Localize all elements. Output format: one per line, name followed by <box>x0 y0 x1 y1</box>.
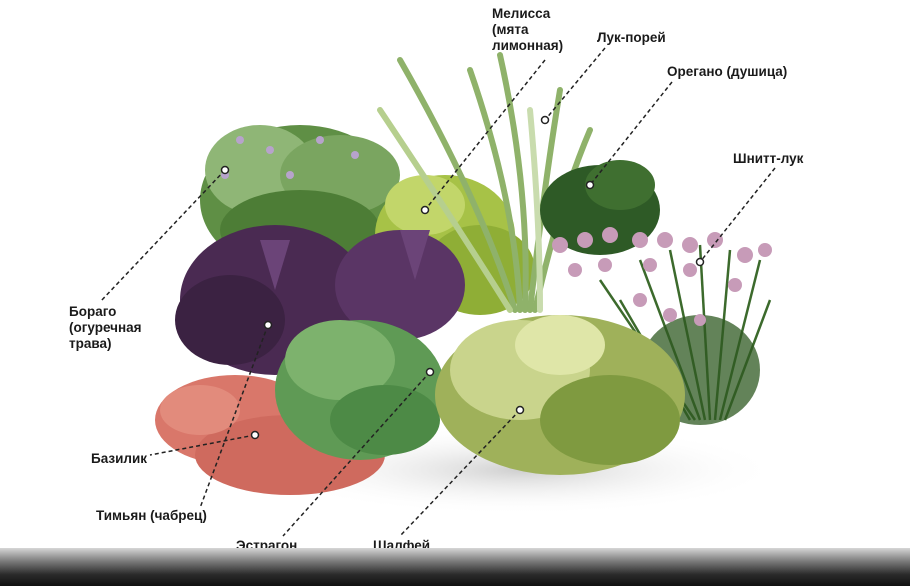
label-melissa: Мелисса (мята лимонная) <box>492 6 564 53</box>
marker-melissa <box>420 205 430 215</box>
leader-line-oregano <box>589 81 673 186</box>
leader-line-tarragon <box>282 371 431 537</box>
leader-line-thyme <box>199 324 269 509</box>
label-thyme: Тимьян (чабрец) <box>96 508 207 523</box>
bottom-gradient-band <box>0 548 910 586</box>
leader-markers <box>220 115 705 440</box>
marker-oregano <box>585 180 595 190</box>
marker-thyme <box>263 320 273 330</box>
marker-leek <box>540 115 550 125</box>
label-chives: Шнитт-лук <box>733 151 804 166</box>
label-oregano: Орегано (душица) <box>667 64 788 79</box>
tarragon-plant <box>275 320 445 460</box>
label-leek: Лук-порей <box>597 30 666 45</box>
sage-plant <box>435 315 685 475</box>
leader-line-basil <box>149 434 256 456</box>
leader-line-leek <box>544 47 606 121</box>
leader-line-chives <box>699 167 776 263</box>
marker-tarragon <box>425 367 435 377</box>
leader-line-sage <box>399 409 521 537</box>
marker-borage <box>220 165 230 175</box>
marker-sage <box>515 405 525 415</box>
leader-lines <box>99 47 776 537</box>
marker-chives <box>695 257 705 267</box>
oregano-plant <box>540 160 660 255</box>
leader-line-borage <box>99 169 226 303</box>
label-borage: Бораго (огуречная трава) <box>69 304 142 351</box>
borage-plant <box>200 125 400 275</box>
label-basil: Базилик <box>91 451 148 466</box>
leek-plant <box>377 52 593 313</box>
marker-basil <box>250 430 260 440</box>
